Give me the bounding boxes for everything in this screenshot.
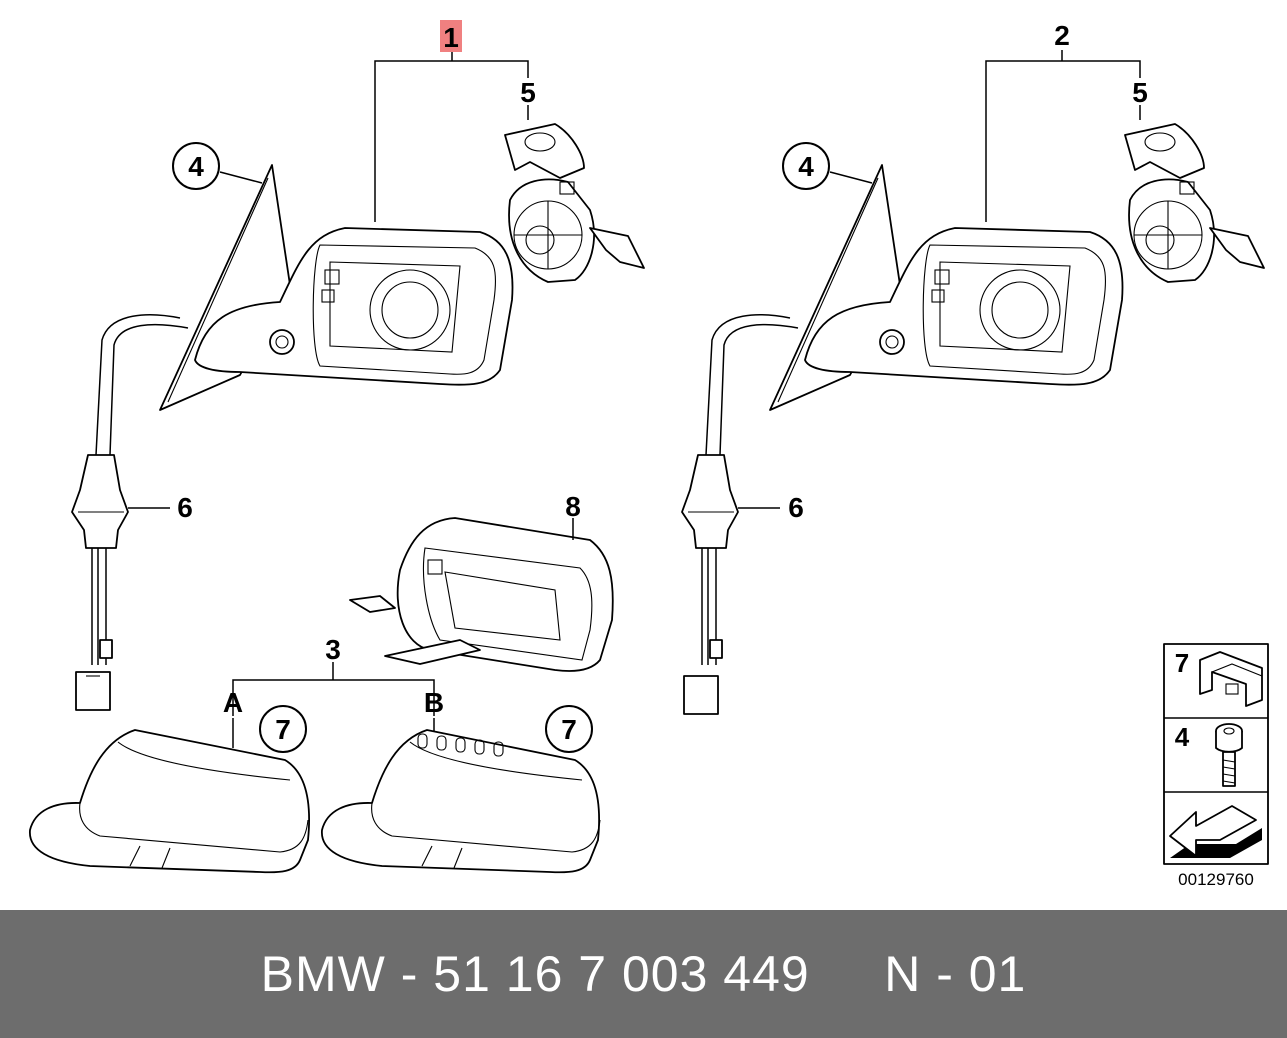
legend-label-4: 4 — [1175, 722, 1190, 752]
legend-box: 7 4 — [1163, 643, 1269, 865]
callout-5-right[interactable]: 5 — [1132, 77, 1148, 108]
direction-arrow-icon — [1169, 805, 1262, 858]
callout-7-a[interactable]: 7 — [275, 714, 291, 745]
callout-3[interactable]: 3 — [325, 634, 341, 665]
legend-label-7: 7 — [1175, 648, 1189, 678]
mirror-frame — [349, 517, 614, 672]
callout-6-left[interactable]: 6 — [177, 492, 193, 523]
mirror-actuator-left — [504, 123, 645, 283]
screw-icon — [1215, 723, 1243, 787]
callout-1[interactable]: 1 — [443, 22, 459, 53]
variant-label-b: B — [424, 687, 444, 718]
mirror-assembly-right — [681, 50, 1141, 715]
callout-7-b[interactable]: 7 — [561, 714, 577, 745]
image-number: 00129760 — [1178, 870, 1254, 889]
part-1-highlight — [440, 20, 462, 52]
variant-label-a: A — [223, 687, 243, 718]
mirror-actuator-right — [1124, 123, 1265, 283]
mirror-assembly-left — [71, 52, 529, 711]
parts-diagram: 1 2 3 4 4 5 5 6 6 7 7 8 A B 7 4 — [29, 20, 1269, 889]
page-code: N - 01 — [884, 946, 1027, 1002]
callout-2[interactable]: 2 — [1054, 20, 1070, 51]
footer-spacer — [810, 945, 884, 1003]
callout-4-left[interactable]: 4 — [188, 151, 204, 182]
clip-icon — [1199, 651, 1263, 707]
callout-6-right[interactable]: 6 — [788, 492, 804, 523]
callout-4-right[interactable]: 4 — [798, 151, 814, 182]
part-number: BMW - 51 16 7 003 449 — [260, 946, 810, 1002]
callout-5-left[interactable]: 5 — [520, 77, 536, 108]
mirror-covers — [29, 662, 601, 874]
callout-8[interactable]: 8 — [565, 491, 581, 522]
cover-vents — [417, 733, 504, 757]
footer-bar: BMW - 51 16 7 003 449 N - 01 — [0, 910, 1287, 1038]
